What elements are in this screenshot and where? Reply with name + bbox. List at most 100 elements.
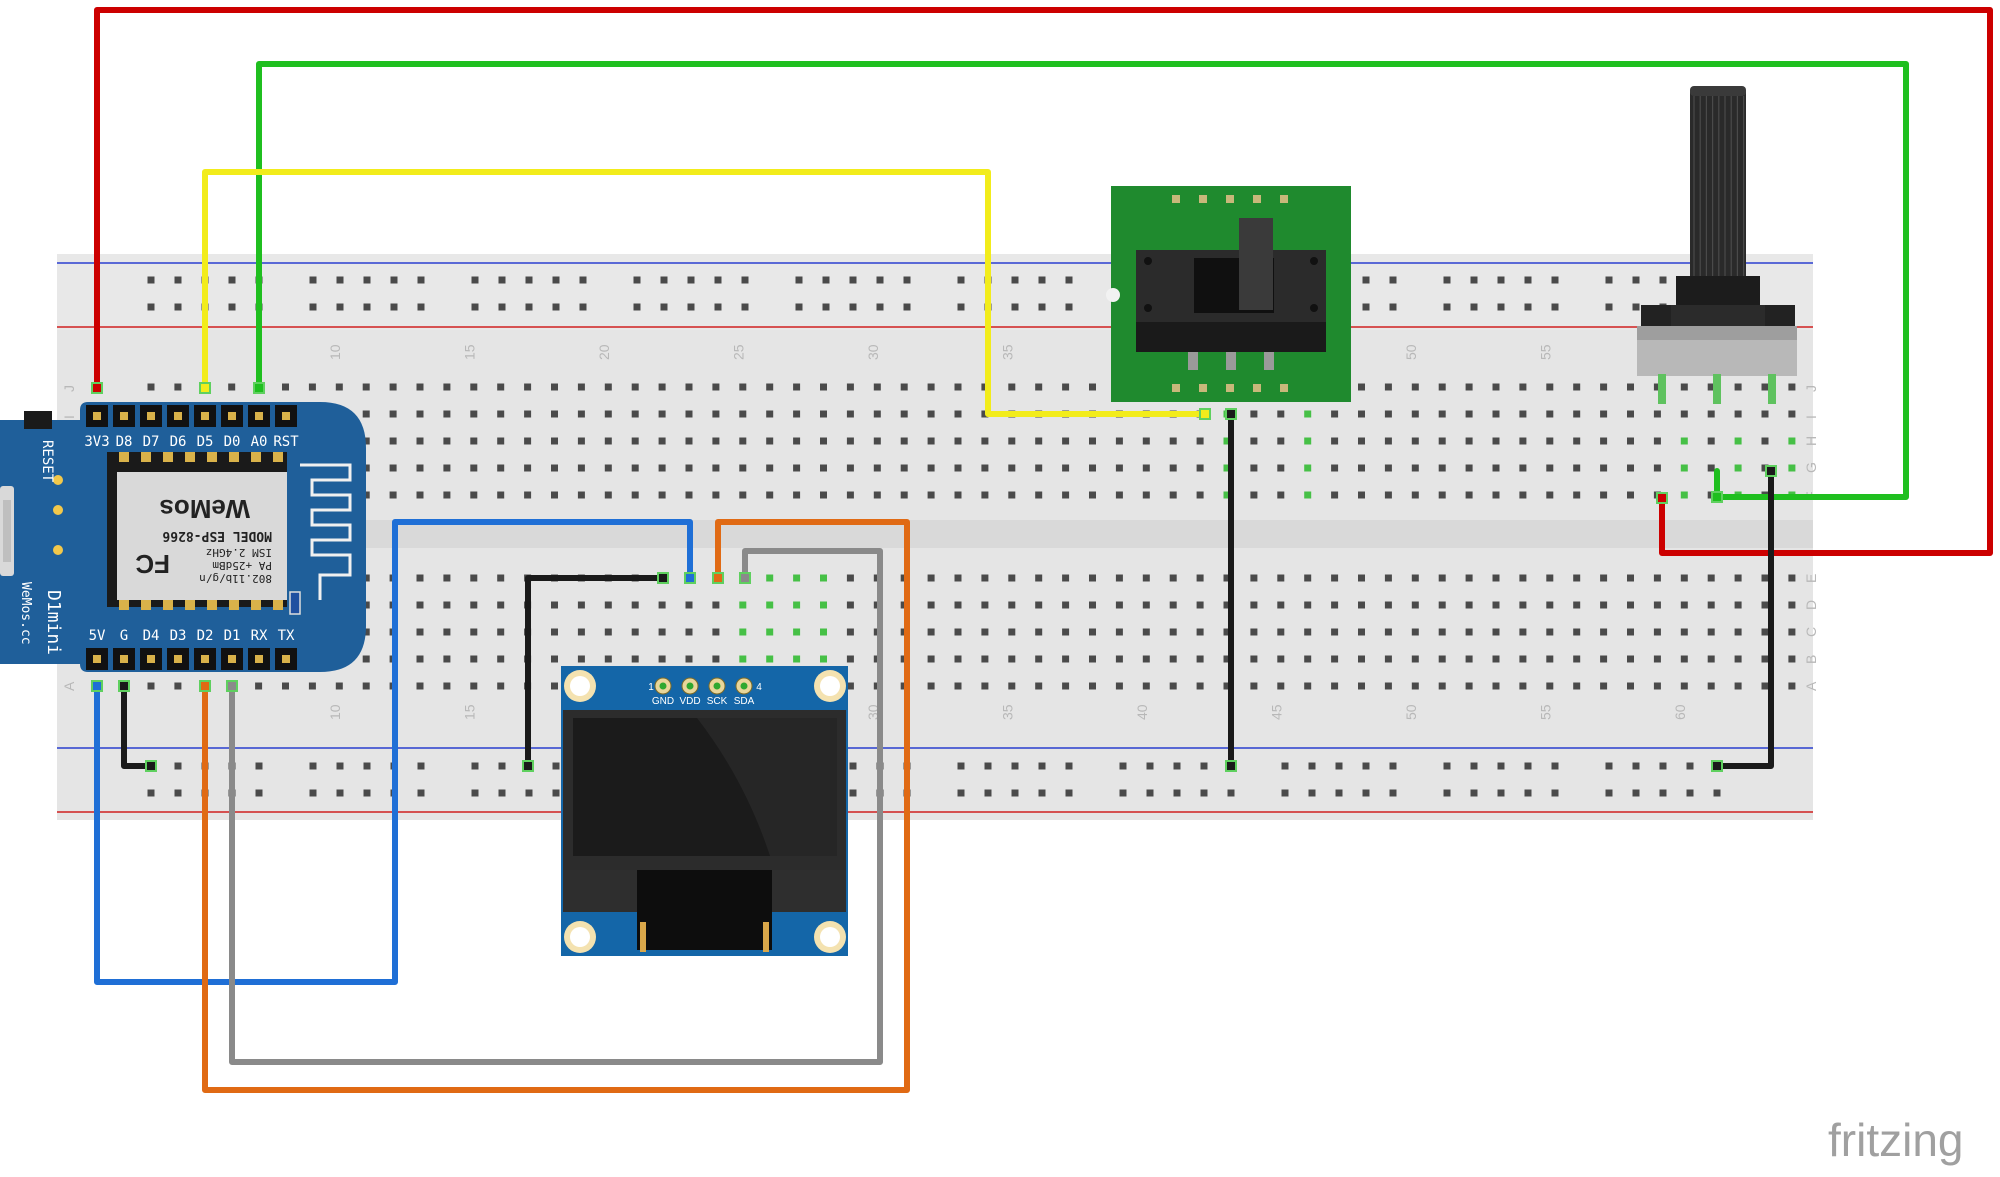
wire-black-d1mini-gnd — [121, 683, 154, 769]
power-rail-hole — [714, 276, 722, 284]
breadboard-hole — [685, 628, 693, 636]
power-rail-hole — [309, 762, 317, 770]
power-rail-hole — [1497, 276, 1505, 284]
breadboard-hole — [793, 437, 801, 445]
breadboard: 1010151520202525303035354040454550505555… — [57, 254, 1819, 820]
breadboard-hole — [1062, 383, 1070, 391]
breadboard-hole — [766, 655, 774, 663]
slide-switch-leg-3 — [1264, 352, 1274, 370]
fc-mark: FC — [135, 549, 170, 579]
breadboard-hole — [793, 655, 801, 663]
switch-pad — [1253, 195, 1261, 203]
breadboard-hole — [551, 491, 558, 499]
d1-mini-maker: WeMos.cc — [18, 582, 33, 645]
breadboard-hole — [551, 410, 558, 418]
breadboard-hole — [793, 601, 801, 609]
power-rail-hole — [363, 762, 371, 770]
breadboard-hole — [1062, 574, 1070, 582]
breadboard-hole — [497, 437, 505, 445]
breadboard-hole — [1089, 601, 1096, 609]
breadboard-hole — [1008, 464, 1016, 472]
breadboard-hole — [927, 601, 935, 609]
breadboard-hole — [927, 437, 935, 445]
breadboard-hole — [1331, 491, 1339, 499]
oled-pin-index-first: 1 — [648, 682, 654, 693]
breadboard-hole — [470, 410, 478, 418]
power-rail-hole — [1308, 789, 1316, 797]
breadboard-hole — [631, 437, 639, 445]
breadboard-hole — [900, 437, 908, 445]
breadboard-hole — [1734, 682, 1742, 690]
breadboard-hole — [766, 410, 774, 418]
breadboard-hole — [739, 628, 747, 636]
breadboard-hole — [443, 464, 451, 472]
pin-label-d4: D4 — [143, 628, 160, 644]
power-rail-hole — [1632, 789, 1640, 797]
breadboard-hole — [1384, 655, 1392, 663]
breadboard-hole — [820, 383, 827, 391]
breadboard-hole — [1358, 574, 1365, 582]
oled-pin-sck-center — [713, 682, 721, 690]
breadboard-hole — [1573, 464, 1581, 472]
oled-pin-label-gnd: GND — [652, 696, 674, 707]
power-rail-hole — [849, 762, 857, 770]
column-number: 50 — [1403, 704, 1419, 720]
breadboard-hole — [1358, 383, 1365, 391]
power-rail-hole — [1470, 303, 1478, 311]
column-number: 10 — [327, 704, 343, 720]
breadboard-hole — [1411, 464, 1419, 472]
power-rail-hole — [552, 276, 560, 284]
breadboard-hole — [1465, 682, 1473, 690]
breadboard-hole — [1304, 464, 1312, 472]
breadboard-hole — [820, 655, 827, 663]
breadboard-hole — [1438, 464, 1446, 472]
breadboard-hole — [1600, 655, 1608, 663]
breadboard-hole — [1573, 601, 1581, 609]
breadboard-hole — [1788, 682, 1796, 690]
breadboard-hole — [1089, 383, 1096, 391]
breadboard-hole — [1600, 383, 1608, 391]
oled-pin-gnd-center — [659, 682, 667, 690]
breadboard-hole — [631, 383, 639, 391]
breadboard-hole — [846, 437, 854, 445]
power-rail-hole — [633, 303, 641, 311]
breadboard-hole — [793, 383, 801, 391]
breadboard-hole — [631, 410, 639, 418]
breadboard-hole — [1465, 655, 1473, 663]
breadboard-hole — [282, 682, 289, 690]
breadboard-hole — [604, 410, 612, 418]
breadboard-hole — [1250, 491, 1258, 499]
slide-switch — [1106, 186, 1351, 402]
breadboard-hole — [1142, 491, 1150, 499]
power-rail-hole — [1281, 762, 1289, 770]
slide-switch-screw-left — [1144, 257, 1152, 265]
potentiometer-pin-1 — [1658, 374, 1666, 404]
power-rail-hole — [498, 789, 506, 797]
row-letter: A — [1803, 681, 1819, 691]
breadboard-hole — [658, 601, 666, 609]
potentiometer-body-shade — [1637, 326, 1797, 340]
breadboard-hole — [1008, 628, 1016, 636]
breadboard-hole — [1627, 628, 1634, 636]
breadboard-hole — [1680, 491, 1688, 499]
power-rail-hole — [336, 789, 344, 797]
power-rail-hole — [822, 303, 830, 311]
breadboard-hole — [658, 655, 666, 663]
breadboard-hole — [739, 655, 747, 663]
power-rail-hole — [1362, 789, 1370, 797]
breadboard-hole — [766, 464, 774, 472]
oled-ribbon-tab-right — [763, 922, 769, 952]
breadboard-hole — [1358, 601, 1365, 609]
breadboard-hole — [1169, 437, 1177, 445]
pin-label-d8: D8 — [116, 434, 133, 450]
breadboard-hole — [470, 574, 478, 582]
breadboard-hole — [443, 574, 451, 582]
d1-mini-reset-label: RESET — [39, 440, 55, 483]
d1-mini-board-name: D1mini — [43, 590, 64, 655]
potentiometer-pin-3 — [1768, 374, 1776, 404]
breadboard-hole — [954, 574, 962, 582]
breadboard-hole — [900, 464, 908, 472]
breadboard-hole — [1546, 574, 1554, 582]
breadboard-hole — [712, 601, 720, 609]
